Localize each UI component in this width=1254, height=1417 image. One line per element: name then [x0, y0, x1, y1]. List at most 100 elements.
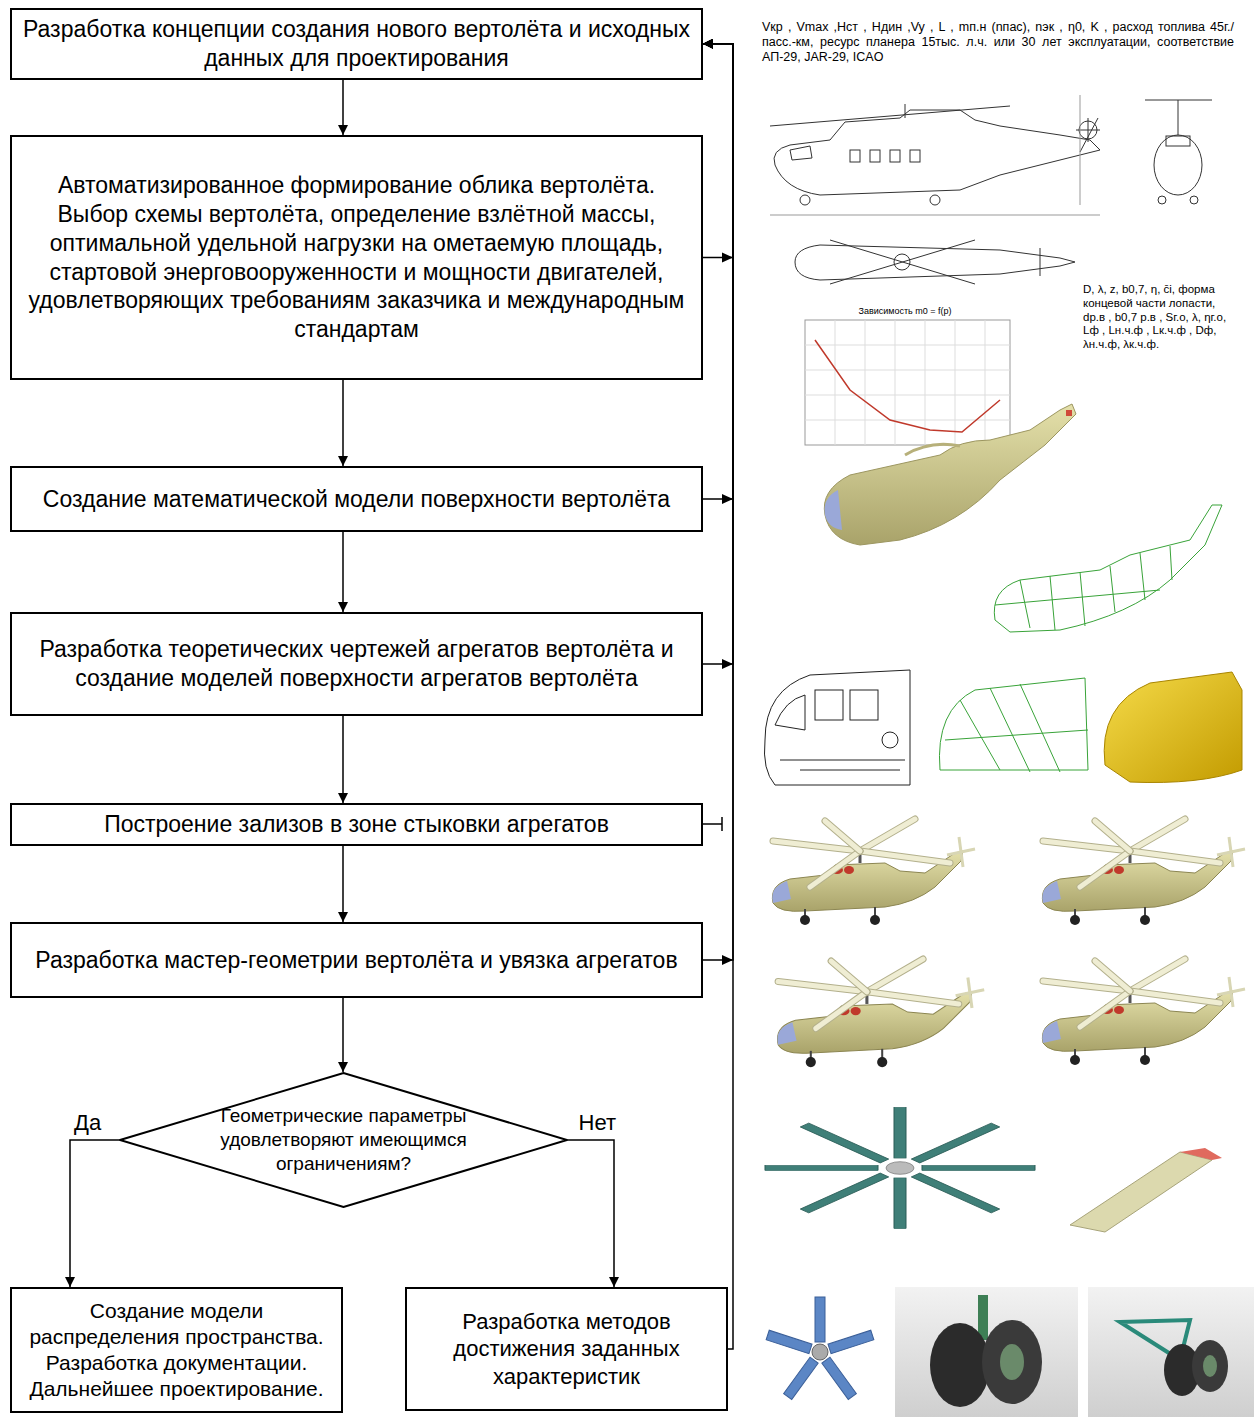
nose-gear-model-part: [1192, 1340, 1228, 1392]
main-gear-model-part: [1000, 1344, 1024, 1380]
side-view-drawing-part: [770, 215, 1100, 216]
process-box: Разработка методов достижения заданных х…: [405, 1287, 728, 1411]
chart-part: [815, 340, 1000, 432]
flow-arrow: [342, 846, 344, 922]
top-view-drawing-part: [1040, 248, 1041, 276]
flow-arrow: [70, 1140, 119, 1287]
front-view-drawing: [1145, 100, 1212, 204]
box-text: Разработка мастер-геометрии вертолёта и …: [35, 946, 677, 975]
annotation-text: D, λ, z, b0,7, η, c̄i, форма концевой ча…: [1083, 283, 1233, 352]
main-rotor-model-part: [894, 1107, 906, 1158]
box-text: Разработка теоретических чертежей агрега…: [22, 635, 691, 693]
connector-stub-part: [721, 817, 723, 831]
side-view-drawing-part: [800, 195, 810, 205]
helicopter-render-part: [1042, 959, 1245, 1065]
flow-arrow: [703, 44, 733, 664]
side-view-drawing-part: [905, 104, 906, 118]
fuselage-model-part: [905, 444, 960, 455]
blade-tip-model-part: [1070, 1152, 1212, 1232]
main-gear-model-part: [895, 1287, 1078, 1417]
cockpit-drawing-part: [764, 670, 910, 785]
main-rotor-model-part: [911, 1173, 999, 1213]
cockpit-drawing-part: [882, 732, 898, 748]
cockpit-drawing-part: [815, 690, 843, 720]
helicopter-render-part: [777, 959, 984, 1067]
main-rotor-model-part: [922, 1165, 1035, 1170]
blade-tip-model: [1070, 1148, 1222, 1232]
process-box: Построение зализов в зоне стыковки агрег…: [10, 803, 703, 846]
decision-text: Геометрические параметры удовлетворяют и…: [219, 1104, 469, 1175]
blade-tip-model-part: [1180, 1148, 1222, 1160]
side-view-drawing-part: [1080, 95, 1081, 205]
side-view-drawing: [770, 95, 1100, 215]
cockpit-drawing-part: [780, 760, 905, 770]
cockpit-drawing: [764, 670, 910, 785]
flow-arrow: [703, 44, 733, 960]
tail-rotor-model-part: [815, 1297, 825, 1342]
nose-gear-model: [1088, 1287, 1254, 1417]
top-view-drawing-part: [830, 240, 975, 284]
nose-gear-model-part: [1203, 1355, 1217, 1377]
chart-part: [805, 320, 1010, 445]
chart-part: [805, 320, 1010, 445]
side-view-drawing-part: [850, 150, 860, 162]
top-view-drawing: [795, 240, 1075, 284]
wireframe-model-part: [995, 546, 1172, 630]
side-view-drawing-part: [870, 150, 880, 162]
top-view-drawing-part: [795, 245, 1075, 280]
front-view-drawing-part: [1158, 196, 1166, 204]
tail-rotor-model-part: [812, 1344, 828, 1360]
main-rotor-model-part: [894, 1178, 906, 1229]
flow-arrow: [703, 44, 733, 499]
side-view-drawing-part: [770, 106, 1010, 126]
process-box: Разработка концепции создания нового вер…: [10, 8, 703, 80]
annotation-text: Зависимость m0 = f(p): [830, 306, 980, 317]
diamond-shape: [120, 1073, 567, 1207]
box-text: Создание модели распределения пространст…: [22, 1298, 331, 1403]
side-view-drawing-part: [930, 195, 940, 205]
flow-arrow: [703, 44, 733, 1349]
fuselage-model-part: [824, 404, 1076, 545]
flow-arrow: [342, 380, 344, 466]
process-box: Создание модели распределения пространст…: [10, 1287, 343, 1413]
fuselage-model: [824, 404, 1076, 545]
box-text: Создание математической модели поверхнос…: [43, 485, 670, 514]
main-rotor-model-part: [886, 1162, 914, 1175]
main-gear-model-part: [982, 1320, 1042, 1404]
top-view-drawing-part: [894, 254, 910, 270]
connector-stub-part: [703, 823, 722, 825]
cockpit-model-part: [1104, 672, 1242, 783]
flow-arrow: [342, 80, 344, 136]
cockpit-model: [1104, 672, 1242, 783]
main-rotor-model-part: [800, 1173, 888, 1213]
tail-rotor-model-part: [784, 1357, 819, 1399]
flow-arrow: [342, 532, 344, 612]
main-rotor-model-part: [800, 1123, 888, 1163]
flow-arrow: [342, 716, 344, 803]
fuselage-model-part: [1066, 410, 1072, 416]
front-view-drawing-part: [1190, 196, 1198, 204]
main-rotor-model-part: [911, 1123, 999, 1163]
flow-arrow: [568, 1140, 614, 1287]
cockpit-wireframe-part: [939, 678, 1088, 770]
cockpit-wireframe: [939, 678, 1088, 772]
helicopter-render-part: [772, 819, 975, 925]
tail-rotor-model-part: [828, 1330, 874, 1353]
helicopter-render-part: [1042, 819, 1245, 925]
process-box: Автоматизированное формирование облика в…: [10, 135, 703, 380]
wireframe-model-part: [994, 505, 1222, 632]
box-text: Разработка концепции создания нового вер…: [22, 15, 691, 73]
branch-label: Да: [72, 1110, 103, 1136]
connector-stub: [703, 817, 722, 831]
front-view-drawing-part: [1154, 135, 1202, 195]
cockpit-drawing-part: [850, 690, 878, 720]
front-view-drawing-part: [1178, 100, 1179, 135]
wireframe-model: [994, 505, 1222, 632]
process-box: Создание математической модели поверхнос…: [10, 466, 703, 532]
process-box: Разработка теоретических чертежей агрега…: [10, 612, 703, 716]
nose-gear-model-part: [1088, 1287, 1254, 1417]
decision-diamond: Геометрические параметры удовлетворяют и…: [119, 1072, 568, 1208]
side-view-drawing-part: [910, 150, 920, 162]
box-text: Разработка методов достижения заданных х…: [417, 1308, 716, 1391]
